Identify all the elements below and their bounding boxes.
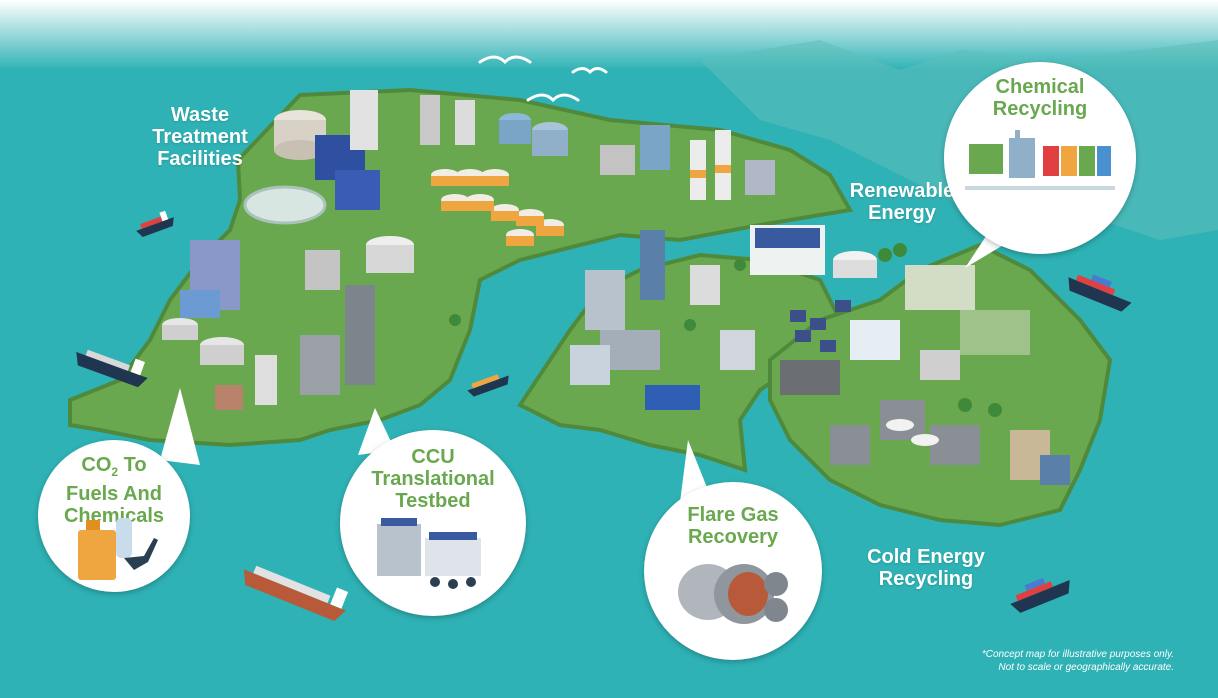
region-label-cold-energy: Cold Energy Recycling: [856, 546, 996, 590]
title-line: Flare Gas: [687, 504, 779, 526]
label-line: Recycling: [878, 568, 974, 590]
label-line: Energy: [868, 202, 936, 224]
callout-title: Flare Gas Recovery: [644, 504, 822, 548]
title-line: Testbed: [395, 490, 471, 512]
callout-ccu-testbed: CCU Translational Testbed: [340, 430, 526, 616]
label-line: Cold Energy: [867, 546, 985, 568]
title-line: Recycling: [992, 98, 1088, 120]
title-line-1: CO2 To: [38, 454, 190, 483]
co2-text: CO: [81, 454, 112, 476]
industrial-buildings: [162, 90, 1070, 485]
testbed-units-icon: [377, 518, 481, 589]
title-line: Recovery: [687, 526, 779, 548]
label-line: Waste: [170, 104, 230, 126]
callout-title: CO2 To Fuels And Chemicals: [38, 454, 190, 527]
compressor-icon: [678, 564, 788, 624]
region-label-renewable-energy: Renewable Energy: [842, 180, 962, 224]
callout-title: Chemical Recycling: [944, 76, 1136, 120]
callout-title: CCU Translational Testbed: [340, 446, 526, 512]
fuel-can-icon: [78, 518, 158, 580]
region-label-waste-treatment: Waste Treatment Facilities: [145, 104, 255, 170]
label-line: Facilities: [157, 148, 243, 170]
recycling-bins-icon: [965, 130, 1115, 190]
seagulls: [478, 55, 608, 103]
title-line: Chemical: [995, 76, 1085, 98]
co2-subscript: 2: [111, 465, 119, 479]
co2-to: To: [118, 454, 147, 476]
ships: [76, 210, 1132, 621]
title-line: CCU: [411, 446, 455, 468]
title-line: Translational: [371, 468, 495, 490]
label-line: Renewable: [849, 180, 955, 202]
label-line: Treatment: [152, 126, 248, 148]
title-line-2: Fuels And: [66, 483, 162, 505]
callout-chemical-recycling: Chemical Recycling: [944, 62, 1136, 254]
callout-flare-gas: Flare Gas Recovery: [644, 482, 822, 660]
disclaimer-note: *Concept map for illustrative purposes o…: [874, 648, 1174, 674]
disclaimer-line-1: *Concept map for illustrative purposes o…: [981, 649, 1174, 660]
disclaimer-line-2: Not to scale or geographically accurate.: [998, 662, 1174, 673]
callout-co2-fuels: CO2 To Fuels And Chemicals: [38, 440, 190, 592]
